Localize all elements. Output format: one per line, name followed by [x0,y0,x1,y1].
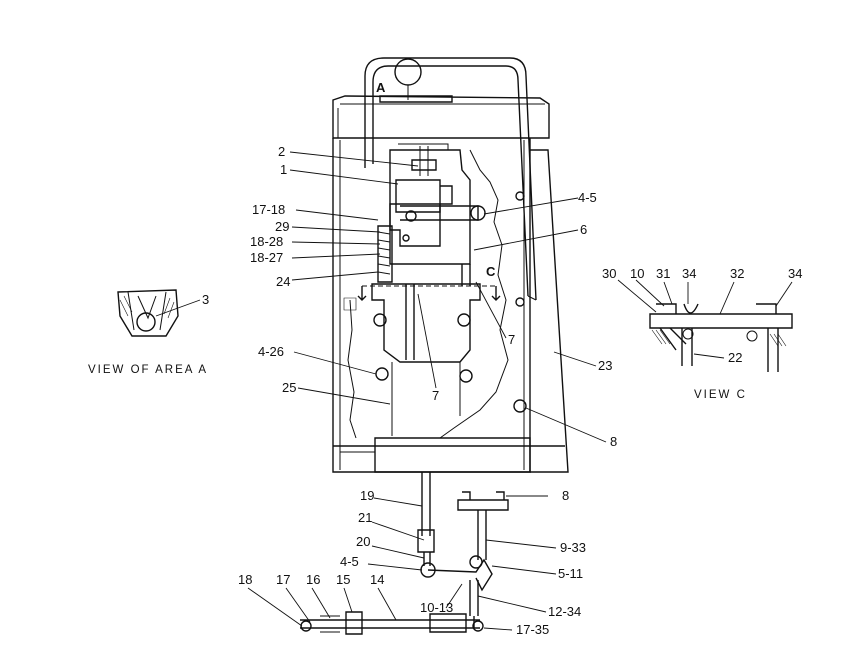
callout-32: 32 [730,266,744,281]
callout-34-a: 34 [682,266,696,281]
callout-7-mid: 7 [432,388,439,403]
callout-2: 2 [278,144,285,159]
callout-17-35: 17-35 [516,622,549,637]
lower-linkage [300,472,509,635]
callout-10-view: 10 [630,266,644,281]
callout-30: 30 [602,266,616,281]
callout-22: 22 [728,350,742,365]
callout-18-28: 18-28 [250,234,283,249]
callout-18-27: 18-27 [250,250,283,265]
callout-6: 6 [580,222,587,237]
callout-18-low: 18 [238,572,252,587]
view-area-a-detail [117,289,201,337]
view-c-detail [649,303,793,372]
callout-16: 16 [306,572,320,587]
callout-10-13: 10-13 [420,600,453,615]
callout-4-5-top: 4-5 [578,190,597,205]
callout-4-5-low: 4-5 [340,554,359,569]
leader-lines [247,151,793,631]
callout-31: 31 [656,266,670,281]
internal-cutaway [343,143,527,439]
callout-17-18: 17-18 [252,202,285,217]
callout-15: 15 [336,572,350,587]
callout-7-right: 7 [508,332,515,347]
view-c-caption: VIEW C [694,389,747,401]
callout-17-low: 17 [276,572,290,587]
callout-21: 21 [358,510,372,525]
callout-12-34: 12-34 [548,604,581,619]
callout-19: 19 [360,488,374,503]
callout-29: 29 [275,219,289,234]
callout-labels: 2 1 17-18 29 18-28 18-27 24 4-5 6 7 7 4-… [202,144,802,637]
callout-9-33: 9-33 [560,540,586,555]
callout-1: 1 [280,162,287,177]
callout-20: 20 [356,534,370,549]
view-area-a-caption: VIEW OF AREA A [88,364,208,376]
callout-5-11: 5-11 [558,566,583,581]
callout-25: 25 [282,380,296,395]
letter-a-marker: A [376,80,386,95]
callout-24: 24 [276,274,290,289]
callout-4-26: 4-26 [258,344,284,359]
callout-8-side: 8 [610,434,617,449]
callout-3: 3 [202,292,209,307]
callout-14: 14 [370,572,384,587]
callout-23: 23 [598,358,612,373]
callout-34-b: 34 [788,266,802,281]
letter-c-marker: C [486,264,496,279]
handle-bar [364,57,537,301]
callout-8-low: 8 [562,488,569,503]
